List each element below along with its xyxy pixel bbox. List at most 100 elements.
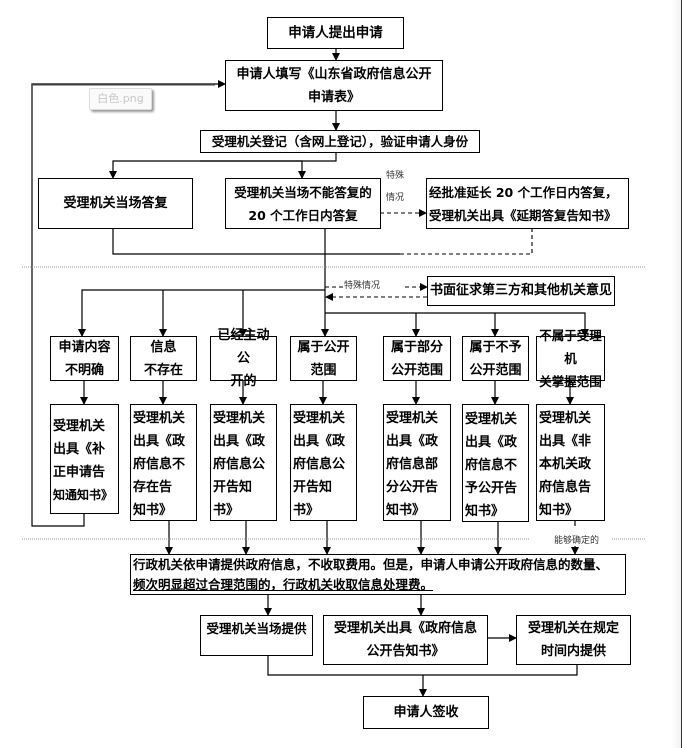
condition-box-partial-public: 属于部分 公开范围 [383, 336, 451, 381]
image-tooltip: 白色.png [89, 88, 152, 110]
result-box-supplement: 受理机关 出具《补 正申请告 知通知书》 [50, 404, 119, 514]
result-line: 受理机关 [213, 411, 266, 426]
reply-20-days-line-2: 20 个工作日内答复 [248, 207, 358, 223]
result-line: 出具《政 [133, 434, 186, 449]
fee-note-box: 行政机关依申请提供政府信息，不收取费用。但是，申请人申请公开政府信息的数量、 频… [130, 554, 626, 595]
special-case-line-2: 情况 [386, 193, 405, 203]
result-line: 府信息公 [293, 457, 346, 472]
condition-line: 申请内容 [58, 339, 111, 355]
fill-form-box: 申请人填写《山东省政府信息公开 申请表》 [225, 60, 443, 111]
result-box-partial-public: 受理机关 出具《政 府信息部 分公开告 知书》 [383, 404, 451, 521]
condition-line: 信息 [150, 339, 177, 355]
result-line: 书》 [213, 503, 240, 518]
fee-note-line-1: 行政机关依申请提供政府信息，不收取费用。但是，申请人申请公开政府信息的数量、 [133, 557, 609, 572]
consult-third-party-label: 书面征求第三方和其他机关意见 [430, 283, 613, 298]
result-line: 书》 [293, 503, 320, 518]
provide-in-time-line-1: 受理机关在规定 [527, 621, 619, 636]
special-case-label-2: 特殊情况 [344, 281, 381, 291]
condition-box-not-public: 属于不予 公开范围 [462, 336, 529, 381]
condition-line: 属于不予 [469, 339, 522, 355]
result-line: 予公开告 [465, 480, 518, 496]
condition-line: 属于公开 [297, 339, 350, 355]
reply-20-days-box: 受理机关当场不能答复的 20 个工作日内答复 [225, 178, 381, 229]
result-line: 出具《政 [213, 434, 266, 449]
issue-notice-line-1: 受理机关出具《政府信息 [333, 621, 477, 636]
result-box-public: 受理机关 出具《政 府信息公 开告知 书》 [290, 404, 357, 521]
issue-notice-box: 受理机关出具《政府信息 公开告知书》 [323, 615, 488, 665]
condition-line: 开的 [230, 374, 257, 389]
provide-on-spot-box: 受理机关当场提供 [200, 615, 313, 656]
result-line: 知书》 [465, 503, 505, 519]
result-line: 出具《非 [539, 434, 592, 449]
condition-line: 公开范围 [390, 362, 443, 378]
page-edge-shadow [671, 0, 681, 748]
connector-left-branches [78, 289, 325, 337]
result-line: 府信息不 [465, 457, 518, 473]
provide-in-time-line-2: 时间内提供 [540, 644, 606, 659]
result-line: 出具《政 [465, 434, 518, 450]
condition-box-unclear: 申请内容 不明确 [50, 336, 119, 381]
fill-form-line-1: 申请人填写《山东省政府信息公开 [236, 66, 432, 82]
result-line: 知通知书》 [53, 488, 114, 502]
result-line: 存在告 [133, 480, 173, 495]
result-box-not-exist: 受理机关 出具《政 府信息不 存在告 知书》 [130, 404, 197, 521]
condition-line: 已经主动公 [217, 328, 270, 366]
issue-notice-line-2: 公开告知书》 [366, 644, 445, 659]
result-line: 府信息不 [133, 457, 186, 472]
result-line: 受理机关 [539, 411, 592, 426]
reply-on-spot-box: 受理机关当场答复 [38, 178, 193, 229]
result-line: 正申请告 [53, 465, 106, 480]
special-case-label-1: 特殊 情况 [386, 165, 404, 209]
special-case-line-1: 特殊 [386, 171, 405, 181]
connector-supplement-loop [31, 80, 226, 527]
result-line: 府信息部 [386, 457, 439, 472]
extended-reply-line-2: 受理机关出具《延期答复告知书》 [429, 207, 617, 223]
fee-note-line-2: 频次明显超过合理范围的，行政机关收取信息处理费。 [133, 577, 434, 592]
connector-register-branch-right [200, 160, 306, 179]
result-box-not-public: 受理机关 出具《政 府信息不 予公开告 知书》 [462, 404, 529, 522]
result-line: 出具《政 [293, 434, 346, 449]
condition-box-public: 属于公开 范围 [290, 336, 357, 381]
condition-line: 不属于受理机 [539, 328, 602, 366]
result-line: 本机关政 [539, 457, 592, 472]
result-line: 分公开告 [386, 480, 439, 495]
reply-on-spot-label: 受理机关当场答复 [63, 195, 168, 211]
dashed-connector-extend-return [400, 228, 533, 255]
register-box: 受理机关登记（含网上登记），验证申请人身份 [200, 130, 480, 153]
result-line: 受理机关 [465, 411, 518, 427]
condition-box-not-exist: 信息 不存在 [130, 336, 197, 381]
consult-third-party-box: 书面征求第三方和其他机关意见 [427, 276, 615, 306]
condition-line: 范围 [310, 362, 337, 378]
result-line: 受理机关 [53, 419, 106, 434]
result-line: 受理机关 [293, 411, 346, 426]
register-label: 受理机关登记（含网上登记），验证申请人身份 [211, 133, 469, 149]
result-line: 出具《政 [386, 434, 439, 449]
sign-receipt-label: 申请人签收 [393, 704, 459, 720]
result-line: 受理机关 [386, 411, 439, 426]
condition-box-not-held: 不属于受理机 关掌握范围 [536, 328, 605, 389]
result-line: 知书》 [386, 503, 426, 518]
result-line: 知书》 [539, 503, 579, 518]
condition-line: 公开范围 [469, 362, 522, 378]
reply-20-days-line-1: 受理机关当场不能答复的 [234, 184, 372, 200]
result-line: 开告知 [213, 480, 253, 495]
provide-on-spot-label: 受理机关当场提供 [206, 621, 307, 636]
result-line: 知书》 [133, 503, 173, 518]
result-box-not-held: 受理机关 出具《非 本机关政 府信息告 知书》 [536, 404, 605, 521]
condition-line: 不明确 [64, 362, 104, 378]
result-box-already-public: 受理机关 出具《政 府信息公 开告知 书》 [210, 404, 277, 521]
extended-reply-line-1: 经批准延长 20 个工作日内答复， [429, 184, 618, 200]
submit-application-label: 申请人提出申请 [288, 25, 383, 41]
condition-box-already-public: 已经主动公 开的 [210, 328, 277, 389]
connector-onspot-return [112, 228, 400, 255]
fill-form-line-2: 申请表》 [307, 89, 360, 105]
extended-reply-box: 经批准延长 20 个工作日内答复， 受理机关出具《延期答复告知书》 [426, 178, 629, 229]
condition-line: 属于部分 [390, 339, 443, 355]
provide-in-time-box: 受理机关在规定 时间内提供 [516, 615, 631, 665]
sign-receipt-box: 申请人签收 [363, 696, 489, 729]
result-line: 府信息告 [539, 480, 592, 495]
connector-right-branches [325, 312, 589, 337]
result-line: 受理机关 [133, 411, 186, 426]
